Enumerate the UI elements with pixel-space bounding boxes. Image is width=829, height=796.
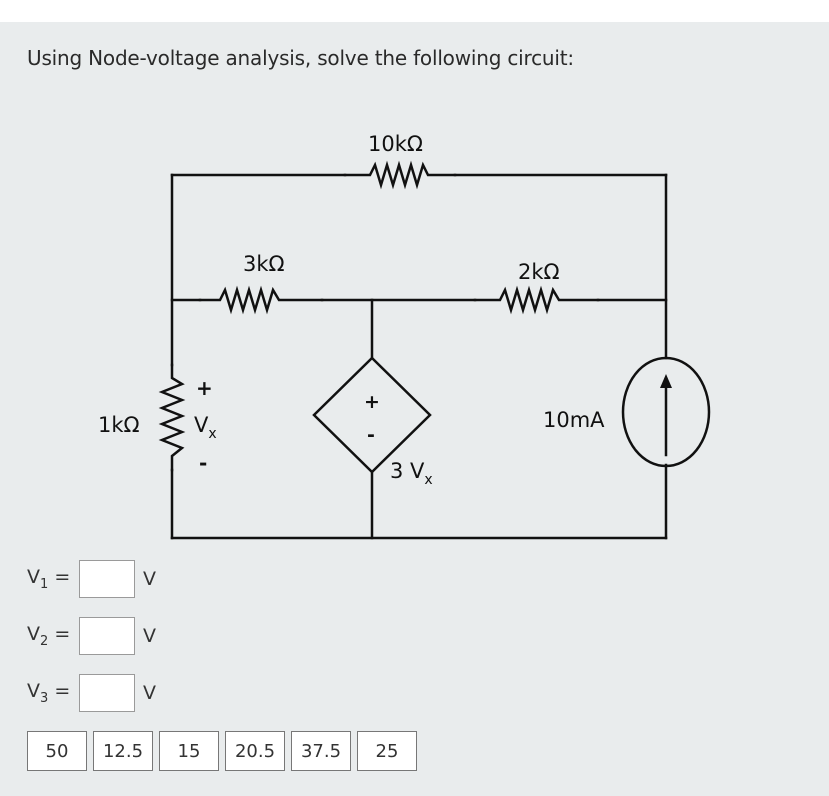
answer-row-v1: V1 = V [27, 559, 156, 599]
current-source-circle [621, 356, 711, 468]
option-tile[interactable]: 50 [27, 731, 87, 771]
answer-row-v3: V3 = V [27, 673, 156, 713]
vx-minus: - [199, 451, 207, 475]
question-panel [0, 22, 829, 796]
answer-label: V3 = [27, 680, 71, 706]
label-10ma: 10mA [543, 408, 605, 432]
resistor-3k [198, 285, 324, 315]
v2-drop-box[interactable] [79, 617, 135, 655]
option-tile[interactable]: 15 [159, 731, 219, 771]
question-text: Using Node-voltage analysis, solve the f… [27, 46, 574, 70]
option-tile[interactable]: 20.5 [225, 731, 285, 771]
resistor-2k [473, 285, 600, 315]
unit-label: V [143, 568, 156, 590]
option-tile[interactable]: 12.5 [93, 731, 153, 771]
vx-plus: + [196, 376, 213, 400]
option-tile[interactable]: 25 [357, 731, 417, 771]
resistor-10k [343, 160, 457, 190]
option-tile[interactable]: 37.5 [291, 731, 351, 771]
v3-drop-box[interactable] [79, 674, 135, 712]
label-10k: 10kΩ [368, 132, 423, 156]
unit-label: V [143, 625, 156, 647]
dep-label: 3 Vx [390, 459, 433, 488]
dep-minus: - [367, 424, 375, 446]
dep-plus: + [364, 391, 380, 413]
resistor-1k [158, 363, 186, 472]
arrow-up-icon [660, 374, 672, 388]
label-1k: 1kΩ [98, 413, 140, 437]
unit-label: V [143, 682, 156, 704]
answer-row-v2: V2 = V [27, 616, 156, 656]
answer-label: V1 = [27, 566, 71, 592]
dependent-source-diamond [312, 356, 432, 474]
label-3k: 3kΩ [243, 252, 285, 276]
vx-label: Vx [194, 413, 217, 442]
v1-drop-box[interactable] [79, 560, 135, 598]
answer-option-bank: 50 12.5 15 20.5 37.5 25 [27, 731, 417, 771]
answer-label: V2 = [27, 623, 71, 649]
label-2k: 2kΩ [518, 260, 560, 284]
